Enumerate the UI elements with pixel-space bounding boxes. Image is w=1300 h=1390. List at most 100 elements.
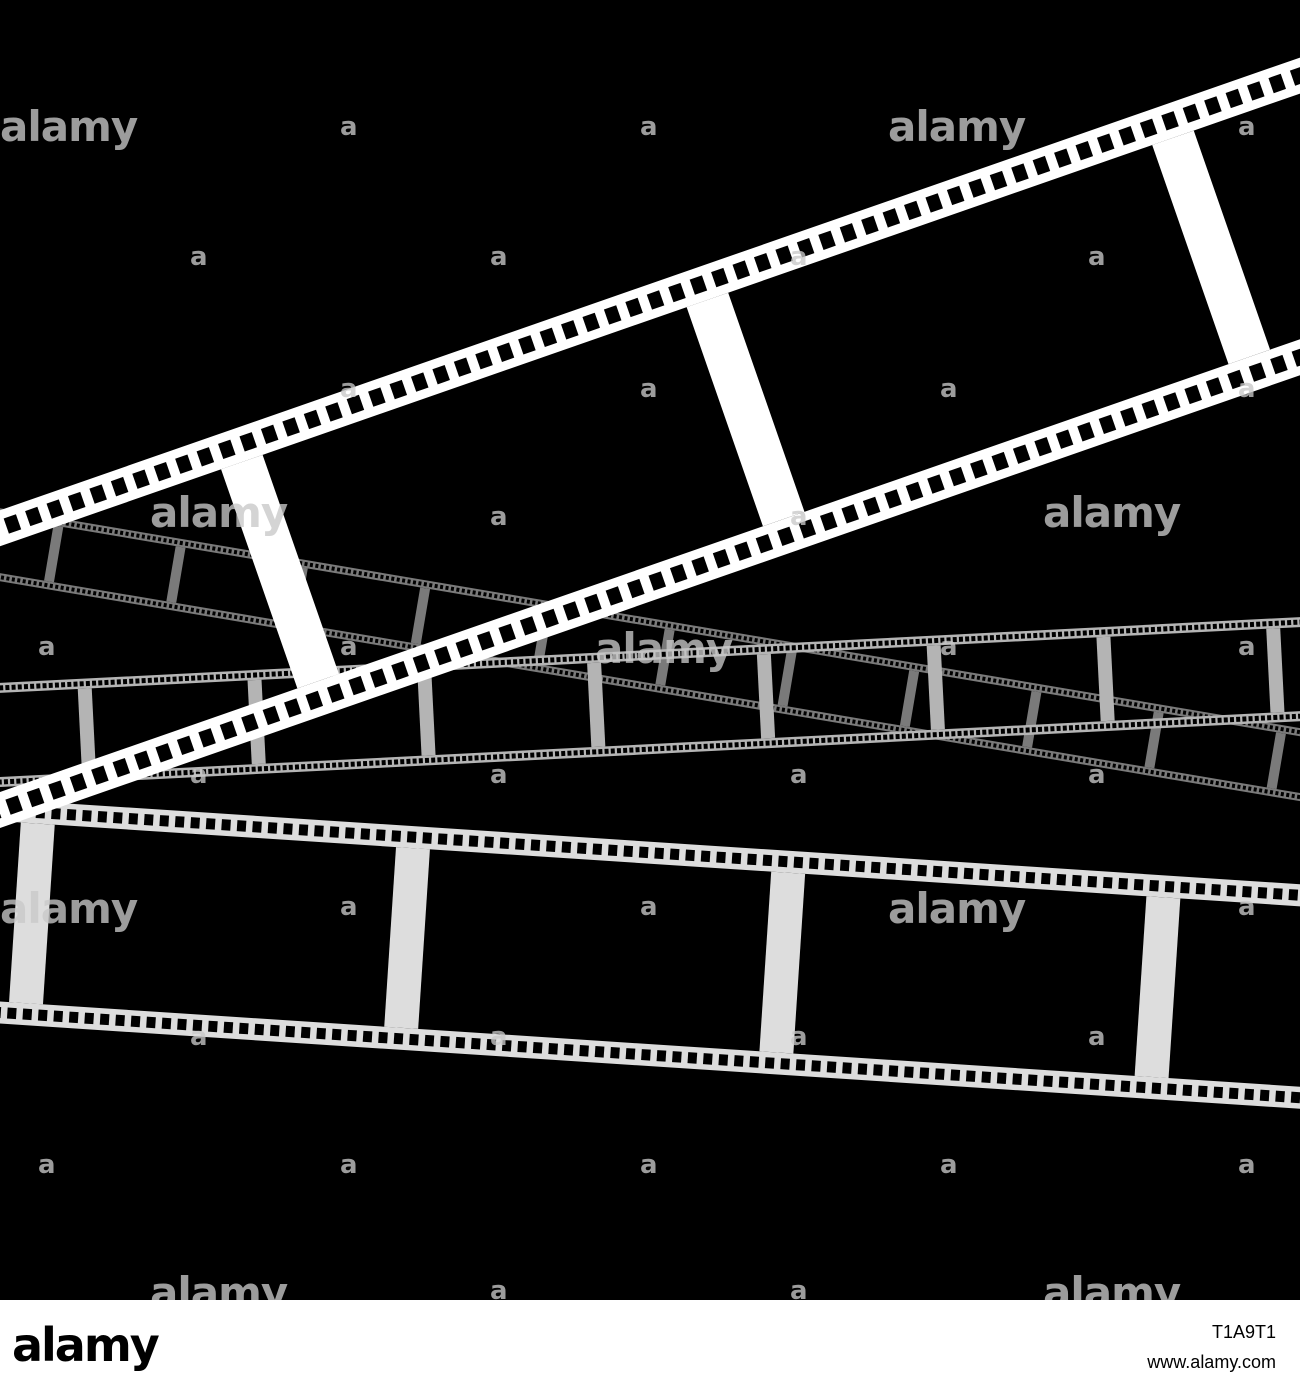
sprocket-hole <box>862 721 867 726</box>
sprocket-hole <box>1045 632 1050 638</box>
sprocket-hole <box>561 750 566 757</box>
watermark-mark: a <box>1088 242 1106 272</box>
sprocket-hole <box>1139 703 1143 708</box>
sprocket-hole <box>1268 620 1273 627</box>
sprocket-hole <box>196 447 215 467</box>
sprocket-hole <box>228 549 232 554</box>
sprocket-hole <box>548 1043 559 1055</box>
sprocket-hole <box>428 582 433 588</box>
sprocket-hole <box>900 727 905 733</box>
sprocket-hole <box>667 688 672 693</box>
sprocket-hole <box>678 625 682 630</box>
sprocket-hole <box>1248 362 1267 382</box>
sprocket-hole <box>851 654 856 659</box>
sprocket-hole <box>1150 769 1154 775</box>
sprocket-hole <box>325 762 331 769</box>
sprocket-hole <box>814 713 818 718</box>
sprocket-hole <box>1264 724 1268 729</box>
sprocket-hole <box>283 670 289 677</box>
sprocket-hole <box>740 741 745 748</box>
sprocket-hole <box>252 821 262 833</box>
sprocket-hole <box>627 578 645 599</box>
sprocket-hole <box>344 827 355 839</box>
sprocket-hole <box>896 639 902 645</box>
sprocket-hole <box>1248 716 1253 722</box>
sprocket-hole <box>791 645 796 651</box>
sprocket-hole <box>777 739 783 746</box>
sprocket-hole <box>704 649 710 655</box>
sprocket-hole <box>624 653 629 659</box>
sprocket-hole <box>304 561 308 567</box>
sprocket-hole <box>266 620 271 625</box>
sprocket-hole <box>208 1020 218 1033</box>
sprocket-hole <box>1044 726 1049 732</box>
sprocket-hole <box>141 678 146 684</box>
sprocket-hole <box>629 681 634 687</box>
sprocket-hole <box>84 1012 94 1025</box>
sprocket-hole <box>374 638 379 644</box>
sprocket-hole <box>1099 723 1105 729</box>
sprocket-hole <box>1011 163 1029 183</box>
sprocket-hole <box>26 787 45 808</box>
sprocket-hole <box>1096 760 1100 766</box>
sprocket-hole <box>477 631 495 651</box>
sprocket-hole <box>1056 725 1061 732</box>
sprocket-hole <box>532 665 536 670</box>
sprocket-hole <box>0 685 4 691</box>
sprocket-hole <box>1280 620 1286 626</box>
sprocket-hole <box>108 528 113 534</box>
sprocket-hole <box>36 683 41 689</box>
watermark-mark: a <box>340 892 358 922</box>
sprocket-hole <box>1231 622 1236 629</box>
sprocket-hole <box>241 713 259 733</box>
sprocket-hole <box>5 684 10 691</box>
frame-separator <box>587 662 606 748</box>
sprocket-hole <box>1039 632 1044 638</box>
sprocket-hole <box>970 459 988 479</box>
sprocket-hole <box>1063 690 1068 695</box>
sprocket-hole <box>691 744 696 750</box>
sprocket-hole <box>17 684 22 690</box>
watermark-mark: a <box>940 374 958 404</box>
sprocket-hole <box>307 763 312 769</box>
sprocket-hole <box>717 648 722 655</box>
sprocket-hole <box>294 764 300 770</box>
sprocket-hole <box>1155 720 1160 727</box>
sprocket-hole <box>92 591 97 596</box>
sprocket-hole <box>1118 722 1123 728</box>
sprocket-hole <box>965 738 970 744</box>
sprocket-hole <box>283 823 293 835</box>
sprocket-hole <box>159 815 170 827</box>
watermark-mark: a <box>640 892 658 922</box>
sprocket-hole <box>1258 723 1263 728</box>
sprocket-hole <box>932 865 943 878</box>
sprocket-hole <box>221 673 227 680</box>
sprocket-hole <box>486 1038 497 1051</box>
sprocket-hole <box>1089 1078 1100 1091</box>
sprocket-hole <box>669 563 688 584</box>
sprocket-hole <box>1198 718 1204 724</box>
sprocket-hole <box>698 649 704 656</box>
sprocket-hole <box>1123 765 1127 770</box>
sprocket-hole <box>98 680 103 686</box>
sprocket-hole <box>762 854 773 867</box>
sprocket-hole <box>1171 708 1176 714</box>
sprocket-hole <box>781 707 786 712</box>
sprocket-hole <box>872 641 877 647</box>
sprocket-hole <box>135 678 140 684</box>
sprocket-hole <box>136 533 140 538</box>
sprocket-hole <box>71 587 75 592</box>
sprocket-hole <box>174 604 178 610</box>
sprocket-hole <box>158 771 163 777</box>
sprocket-hole <box>16 578 21 583</box>
sprocket-hole <box>562 601 581 621</box>
sprocket-hole <box>630 653 635 659</box>
sprocket-hole <box>218 439 236 459</box>
sprocket-hole <box>1182 710 1187 715</box>
sprocket-hole <box>954 671 959 677</box>
sprocket-hole <box>624 680 628 686</box>
sprocket-hole <box>727 633 731 638</box>
watermark-mark: a <box>1238 1150 1256 1180</box>
sprocket-hole <box>830 650 834 656</box>
sprocket-hole <box>1186 719 1191 725</box>
